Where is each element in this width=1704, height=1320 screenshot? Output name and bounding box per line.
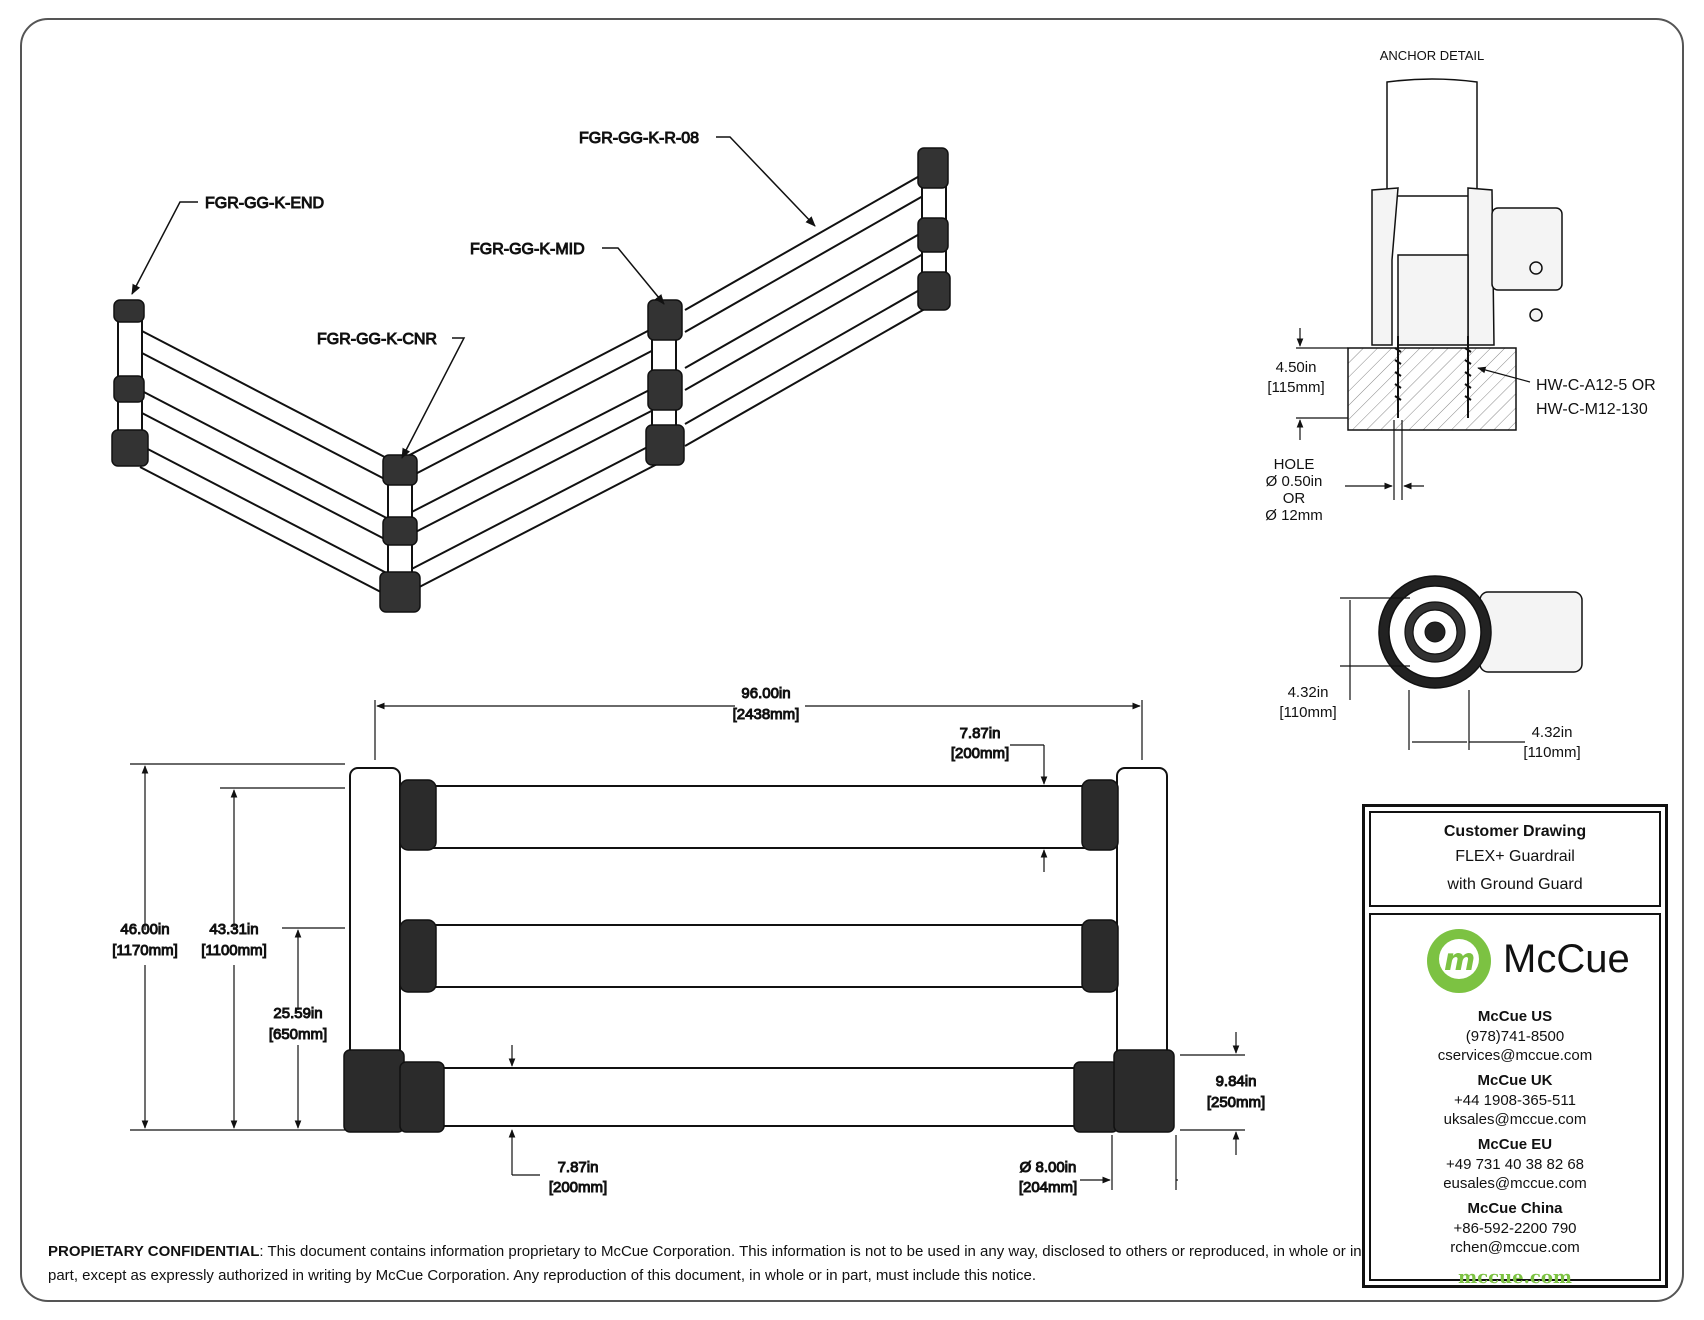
office-phone: +44 1908-365-511 (1454, 1092, 1576, 1109)
anchor-hole-or: OR (1283, 490, 1306, 507)
dim-ground (1180, 1032, 1245, 1155)
office-name: McCue UK (1477, 1072, 1553, 1089)
anchor-hole-dim (1345, 420, 1424, 500)
dim-diameter-mm: [204mm] (1019, 1179, 1077, 1196)
dim-width (374, 700, 1143, 760)
office-phone: +49 731 40 38 82 68 (1445, 1156, 1585, 1173)
label-rail: FGR-GG-K-R-08 (579, 130, 699, 147)
drawing-sheet-border (20, 18, 1684, 1302)
dim-diameter-in: Ø 8.00in (1020, 1159, 1077, 1176)
mccue-logo-icon: m (1427, 929, 1491, 993)
front-fittings (343, 779, 1175, 1133)
anchor-hole-label: HOLE (1274, 456, 1315, 473)
office-name: McCue China (1467, 1200, 1563, 1217)
company-website: mccue.com (1458, 1267, 1572, 1288)
confidentiality-notice: PROPIETARY CONFIDENTIAL: This document c… (48, 1240, 1368, 1288)
iso-rails-right (684, 169, 931, 447)
anchor-hw-line2: HW-C-M12-130 (1536, 401, 1648, 418)
dim-top-rail-mm: [200mm] (951, 745, 1009, 762)
iso-leaders (131, 136, 816, 459)
title-block: Customer Drawing FLEX+ Guardrail with Gr… (1362, 804, 1668, 1288)
office-name: McCue US (1477, 1008, 1553, 1025)
base-bottom-mm: [110mm] (1523, 744, 1580, 761)
dim-ground-in: 9.84in (1216, 1073, 1257, 1090)
iso-posts (117, 151, 947, 609)
office-email: uksales@mccue.com (1443, 1111, 1587, 1128)
office-email: eusales@mccue.com (1443, 1175, 1587, 1192)
iso-rails-middle (399, 321, 666, 598)
front-view: 96.00in [2438mm] 7.87in [200mm] 46.00in … (112, 685, 1266, 1197)
base-side-in: 4.32in (1288, 684, 1329, 701)
dim-bottom-rail-mm: [200mm] (549, 1179, 607, 1196)
label-mid: FGR-GG-K-MID (470, 241, 585, 258)
base-side-mm: [110mm] (1279, 704, 1336, 721)
company-logo: m McCue (1371, 929, 1659, 1001)
anchor-depth-in: 4.50in (1276, 359, 1317, 376)
dim-height-mid-in: 25.59in (273, 1005, 322, 1022)
iso-fittings (111, 147, 951, 613)
product-name-line1: FLEX+ Guardrail (1455, 848, 1575, 865)
company-info: m McCue McCue US (978)741-8500 cservices… (1369, 913, 1661, 1288)
anchor-concrete (1347, 347, 1517, 431)
office-phone: (978)741-8500 (1465, 1028, 1565, 1045)
office-email: cservices@mccue.com (1437, 1047, 1593, 1064)
base-plan-clamp (1479, 591, 1583, 673)
anchor-bolts (1394, 336, 1472, 418)
anchor-base (1371, 187, 1563, 346)
anchor-detail-title: ANCHOR DETAIL (1380, 48, 1485, 63)
office-email: rchen@mccue.com (1450, 1239, 1580, 1256)
anchor-detail: ANCHOR DETAIL 4.50in [115mm] (1265, 48, 1655, 524)
base-bottom-in: 4.32in (1532, 724, 1573, 741)
anchor-depth-dim (1296, 328, 1348, 440)
front-rails (401, 785, 1117, 1127)
label-cnr: FGR-GG-K-CNR (317, 331, 437, 348)
dim-height-rail-mm: [1100mm] (201, 942, 267, 959)
anchor-post (1386, 78, 1478, 197)
dim-height-total-mm: [1170mm] (112, 942, 178, 959)
dim-ground-mm: [250mm] (1207, 1094, 1265, 1111)
dim-height-mid-mm: [650mm] (269, 1026, 327, 1043)
iso-rails-left (139, 329, 401, 603)
anchor-hw-line1: HW-C-A12-5 OR (1536, 377, 1656, 394)
dim-height-rail-in: 43.31in (209, 921, 258, 938)
title-block-header: Customer Drawing FLEX+ Guardrail with Gr… (1369, 811, 1661, 907)
dim-diameter (1080, 1135, 1178, 1190)
isometric-view: FGR-GG-K-END FGR-GG-K-MID FGR-GG-K-CNR F… (111, 130, 951, 613)
drawing-type: Customer Drawing (1443, 823, 1587, 840)
dim-bottom-rail-in: 7.87in (558, 1159, 599, 1176)
notice-body: : This document contains information pro… (48, 1243, 1362, 1284)
office-us: McCue US (978)741-8500 cservices@mccue.c… (1371, 1007, 1659, 1065)
notice-lead: PROPIETARY CONFIDENTIAL (48, 1243, 260, 1260)
office-phone: +86-592-2200 790 (1453, 1220, 1577, 1237)
company-name: McCue (1503, 937, 1630, 981)
front-posts (349, 767, 1168, 1131)
office-uk: McCue UK +44 1908-365-511 uksales@mccue.… (1371, 1071, 1659, 1129)
product-name-line2: with Ground Guard (1447, 876, 1583, 893)
dim-top-rail-in: 7.87in (960, 725, 1001, 742)
anchor-hole-mm: Ø 12mm (1265, 507, 1323, 524)
dim-width-mm: [2438mm] (733, 706, 800, 723)
anchor-hole-in: Ø 0.50in (1266, 473, 1323, 490)
office-eu: McCue EU +49 731 40 38 82 68 eusales@mcc… (1371, 1135, 1659, 1193)
base-plan: 4.32in [110mm] 4.32in [110mm] (1279, 575, 1583, 761)
dim-heights (130, 763, 345, 1131)
dim-top-rail (1010, 744, 1048, 872)
label-end: FGR-GG-K-END (205, 195, 324, 212)
anchor-depth-mm: [115mm] (1267, 379, 1324, 396)
office-name: McCue EU (1477, 1136, 1553, 1153)
office-china: McCue China +86-592-2200 790 rchen@mccue… (1371, 1199, 1659, 1257)
base-plan-dims (1340, 597, 1525, 750)
dim-width-in: 96.00in (741, 685, 790, 702)
dim-bottom-rail (508, 1045, 540, 1176)
dim-height-total-in: 46.00in (120, 921, 169, 938)
